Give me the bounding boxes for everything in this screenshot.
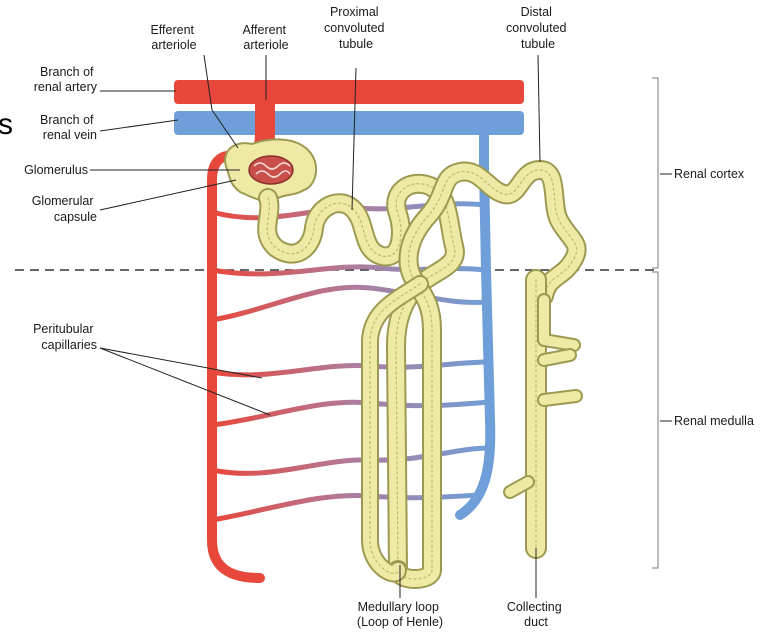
- label-proximal-convoluted-tubule: Proximal convoluted tubule: [324, 5, 388, 51]
- glomerulus-tuft: [249, 156, 293, 184]
- label-efferent-arteriole: Efferent arteriole: [150, 23, 197, 52]
- collecting-duct: [510, 280, 576, 548]
- label-medullary-loop: Medullary loop (Loop of Henle): [357, 600, 443, 629]
- label-branch-vein: Branch of renal vein: [40, 113, 97, 142]
- label-branch-artery: Branch of renal artery: [34, 65, 98, 94]
- label-glomerular-capsule: Glomerular capsule: [32, 194, 97, 224]
- label-afferent-arteriole: Afferent arteriole: [242, 23, 289, 52]
- label-distal-convoluted-tubule: Distal convoluted tubule: [506, 5, 570, 51]
- medulla-bracket: [652, 272, 658, 568]
- label-peritubular-capillaries: Peritubular capillaries: [33, 322, 97, 352]
- label-renal-medulla: Renal medulla: [674, 414, 754, 428]
- renal-artery-branch: [174, 80, 524, 104]
- label-collecting-duct: Collecting duct: [507, 600, 565, 629]
- stray-letter: s: [0, 108, 13, 141]
- label-glomerulus: Glomerulus: [24, 163, 88, 177]
- cortex-bracket: [652, 78, 658, 268]
- label-renal-cortex: Renal cortex: [674, 167, 745, 181]
